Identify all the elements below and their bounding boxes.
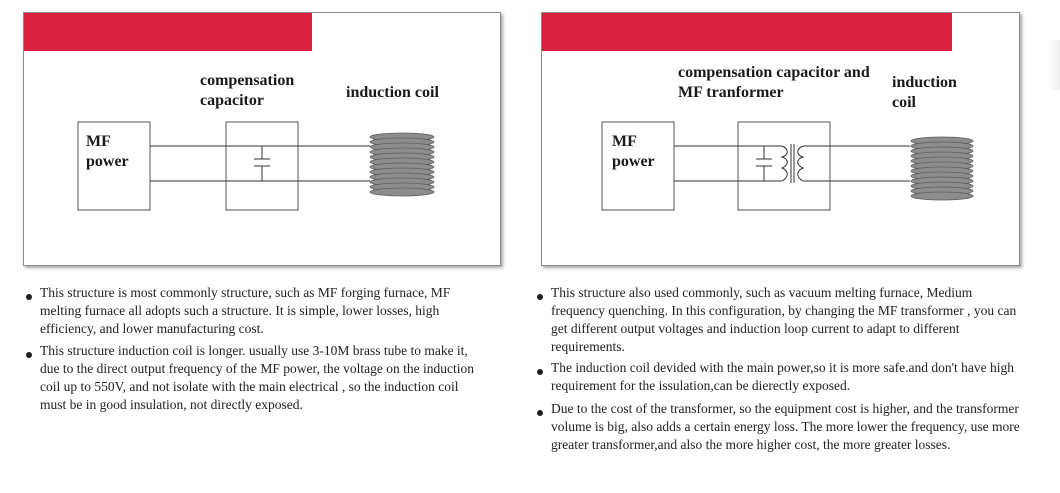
bullet-text: Due to the cost of the transformer, so t… [551,401,1020,452]
bullet-item: This structure is most commonly structur… [24,284,484,338]
circuit-diagram-transformer [601,121,974,211]
description-transformer: This structure also used commonly, such … [535,284,1027,459]
transformer-secondary-winding [797,145,805,182]
diagram-panel-transformer: MF power compensation capacitor and MF t… [541,12,1020,266]
bullet-dot [537,294,543,300]
bullet-item: This structure also used commonly, such … [535,284,1027,356]
induction-coil-graphic [910,136,974,201]
banner-bar [542,13,952,51]
bullet-dot [537,369,543,375]
label-mf-power: MF power [612,133,655,170]
bullet-text: This structure also used commonly, such … [551,285,1017,354]
bullet-text: The induction coil devided with the main… [551,360,1015,393]
capacitor-transformer-box [737,121,831,211]
bullet-dot [26,352,32,358]
coil-turn [910,191,974,201]
bullet-item: This structure induction coil is longer.… [24,342,484,414]
induction-coil-graphic [369,132,435,197]
banner-bar [24,13,312,51]
label-induction-coil: induction coil [346,84,439,101]
coil-turn [369,187,435,197]
bullet-text: This structure induction coil is longer.… [40,343,474,412]
mf-power-box [77,121,151,211]
adjacent-slide-edge [1048,40,1060,90]
diagram-panel-direct: MF power compensation capacitor inductio… [23,12,501,266]
bullet-item: The induction coil devided with the main… [535,359,1027,395]
label-mf-power: MF power [86,133,129,170]
label-compensation-capacitor-transformer: compensation capacitor and MF tranformer [678,64,870,101]
transformer-primary-winding [780,145,788,182]
circuit-diagram-direct [77,121,435,211]
capacitor-box [225,121,299,211]
bullet-item: Due to the cost of the transformer, so t… [535,400,1027,454]
label-induction-coil: induction coil [892,74,957,111]
label-compensation-capacitor: compensation capacitor [200,72,295,109]
bullet-dot [537,410,543,416]
bullet-text: This structure is most commonly structur… [40,285,451,336]
mf-power-box [601,121,675,211]
bullet-dot [26,294,32,300]
description-direct: This structure is most commonly structur… [24,284,484,419]
